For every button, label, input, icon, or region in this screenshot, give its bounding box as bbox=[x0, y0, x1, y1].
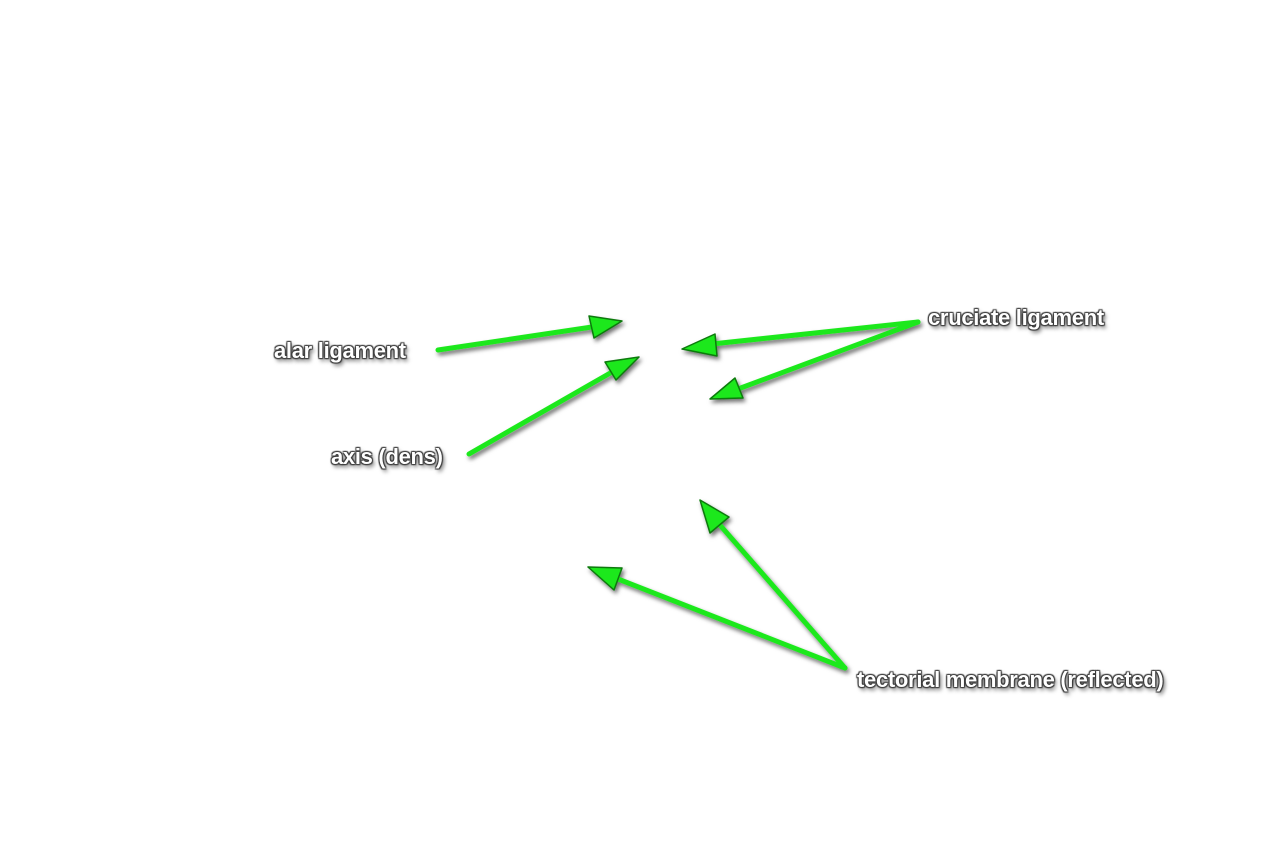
arrow-cruciate-ligament-upper bbox=[681, 319, 921, 357]
arrow-alar-ligament bbox=[435, 315, 623, 353]
label-axis-dens: axis (dens) bbox=[331, 444, 443, 469]
label-tectorial-membrane: tectorial membrane (reflected) bbox=[857, 667, 1164, 692]
label-cruciate-ligament: cruciate ligament bbox=[928, 305, 1104, 330]
arrow-tectorial-membrane-right bbox=[699, 499, 848, 671]
label-alar-ligament: alar ligament bbox=[274, 338, 406, 363]
arrow-tectorial-membrane-left bbox=[587, 566, 848, 671]
arrow-axis-dens bbox=[466, 356, 640, 457]
arrow-cruciate-ligament-lower bbox=[709, 319, 921, 400]
